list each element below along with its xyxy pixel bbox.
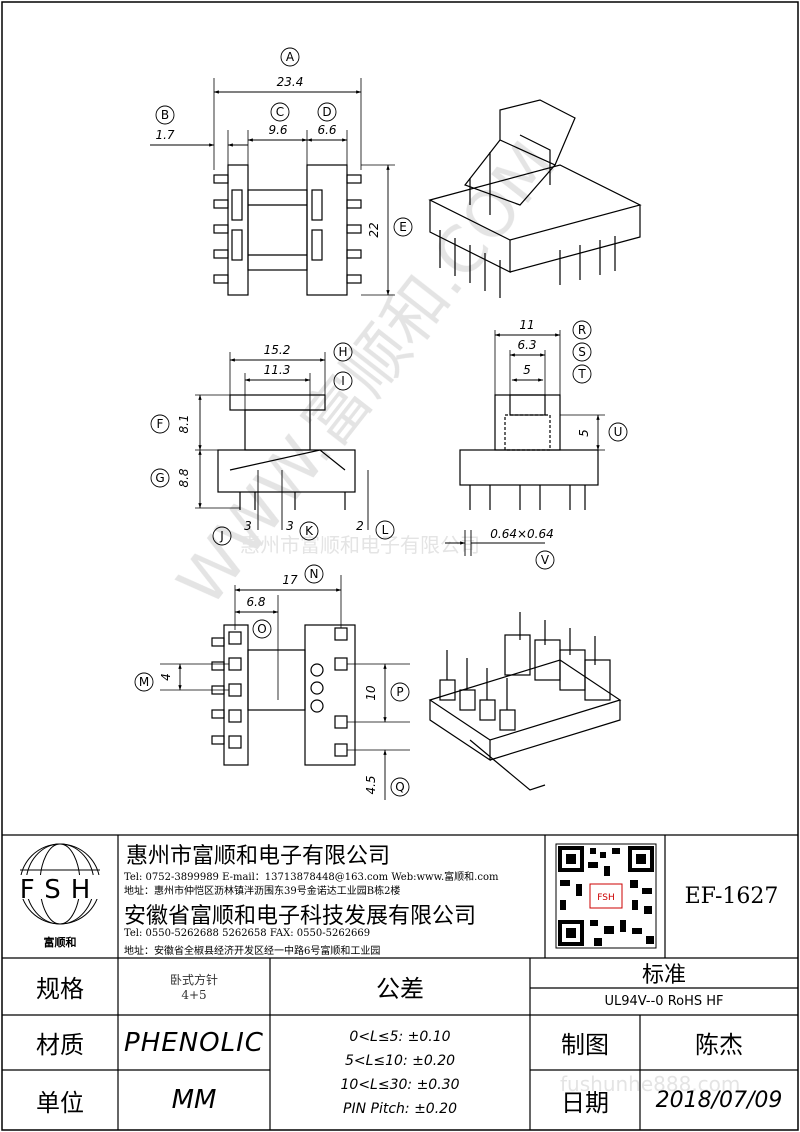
spec-label: 规格 [36,975,84,1003]
isometric-view-top [428,99,642,298]
tolerance-list: 0<L≤5: ±0.10 5<L≤10: ±0.20 10<L≤30: ±0.3… [270,1015,530,1130]
tolerance-row-1: 0<L≤5: ±0.10 [349,1028,451,1045]
dim-O-value: 6.8 [246,595,265,609]
dim-C-value: 9.6 [268,123,287,137]
drawn-by-value: 陈杰 [695,1031,743,1059]
dim-I-value: 11.3 [264,363,291,377]
qr-label: FSH [597,893,615,903]
unit-value: MM [171,1085,217,1115]
material-label: 材质 [36,1031,84,1059]
spec-value-line1: 卧式方针 [169,973,218,987]
qr-code [555,843,657,949]
dim-Q-letter: Q [395,780,404,794]
dim-H-value: 15.2 [264,343,291,357]
dim-N-letter: N [310,567,319,581]
dim-G-value: 8.8 [177,468,191,487]
dim-R-value: 11 [519,318,534,332]
dim-F-letter: F [157,417,164,431]
dim-V-value: 0.64×0.64 [490,527,554,541]
dim-N-value: 17 [282,573,298,587]
dim-Q-value: 4.5 [364,775,378,794]
logo-text: FSH [20,875,101,905]
dim-S-letter: S [578,345,586,359]
dim-T-value: 5 [523,363,531,377]
tolerance-row-2: 5<L≤10: ±0.20 [344,1052,456,1069]
standard-label: 标准 [641,963,686,988]
dim-K-letter: K [305,524,314,538]
unit-label: 单位 [36,1088,84,1117]
tolerance-label: 公差 [376,975,424,1003]
dim-O-letter: O [257,622,266,636]
front-view-top-dims [150,47,413,296]
dim-F-value: 8.1 [177,414,191,433]
company1-name: 惠州市富顺和电子有限公司 [126,844,391,869]
dim-L-letter: L [382,523,389,537]
dim-I-letter: I [341,374,345,388]
title-block-grid [2,834,798,1130]
company2-tel: Tel: 0550-5262688 5262658 FAX: 0550-5262… [124,928,371,939]
dim-B-letter: B [161,108,169,122]
dim-A-letter: A [286,50,295,64]
dim-P-letter: P [396,685,403,699]
spec-value: 卧式方针 4+5 [118,958,270,1015]
dim-J-letter: J [219,529,224,543]
dim-J-value: 3 [244,519,252,533]
dim-S-value: 6.3 [517,338,536,352]
front-view-top-labels: A 23.4 B 1.7 C 9.6 D 6.6 E 22 [155,50,406,238]
dim-G-letter: G [155,471,164,485]
dim-A-value: 23.4 [277,75,304,89]
dim-D-letter: D [322,105,331,119]
tolerance-row-3: 10<L≤30: ±0.30 [340,1076,460,1093]
dim-D-value: 6.6 [317,123,336,137]
dim-P-value: 10 [364,685,378,701]
tolerance-row-4: PIN Pitch: ±0.20 [343,1100,457,1117]
dim-E-letter: E [399,220,407,234]
watermark-url: fushunhe888.com [560,1072,740,1096]
dim-T-letter: T [577,367,586,381]
company2-name: 安徽省富顺和电子科技发展有限公司 [124,904,477,929]
dim-U-letter: U [614,425,623,439]
dim-V-letter: V [541,553,550,567]
material-value: PHENOLIC [124,1027,264,1058]
company1-tel: Tel: 0752-3899989 E-mail：13713878448@163… [124,872,499,883]
date-label: 日期 [561,1088,609,1117]
dim-K-value: 3 [286,519,294,533]
dim-M-value: 4 [159,673,173,681]
date-value: 2018/07/09 [655,1087,783,1113]
isometric-view-bottom [428,612,622,791]
side-view-labels: 15.2 H 11.3 I F 8.1 G 8.8 J 3 K 3 L 2 [155,343,388,543]
company1-address: 地址：惠州市仲恺区沥林镇泮沥围东39号金诺达工业园B栋2楼 [124,886,401,897]
end-view-labels: 11 R 6.3 S 5 T 5 U 0.64×0.64 V [490,318,622,567]
dim-L-value: 2 [356,519,364,533]
company-logo [10,843,110,925]
bottom-view-labels: 17 N 6.8 O M 4 10 P 4.5 Q [139,567,405,795]
end-view-dims [445,320,628,570]
bottom-view [160,575,410,766]
standard-value: UL94V--0 RoHS HF [604,994,724,1009]
bottom-view-dims [134,564,410,800]
drawn-by-label: 制图 [561,1031,609,1059]
spec-value-line2: 4+5 [181,988,207,1002]
dim-U-value: 5 [577,429,591,437]
dim-B-value: 1.7 [155,128,174,142]
front-view-top [213,78,395,296]
dim-E-value: 22 [367,222,381,237]
dim-M-letter: M [139,675,149,689]
dim-H-letter: H [338,345,347,359]
company2-address: 地址：安徽省全椒县经济开发区经一中路6号富顺和工业园 [124,946,381,957]
part-number: EF-1627 [684,884,779,909]
end-view [459,330,605,510]
dim-C-letter: C [276,105,284,119]
logo-caption: 富顺和 [44,935,77,949]
dim-R-letter: R [578,323,586,337]
side-view-dims [150,342,395,546]
watermark-company: 惠州市富顺和电子有限公司 [240,533,480,557]
